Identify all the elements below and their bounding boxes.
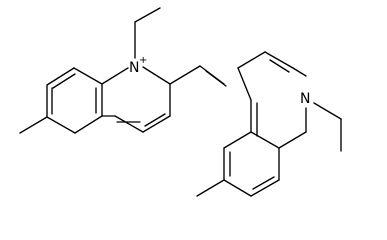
bond-right-9: [223, 131, 252, 149]
methyl-left-bond: [19, 116, 48, 134]
structure-canvas: N + N: [19, 7, 342, 197]
bond-right-6: [250, 131, 280, 149]
methyl-right-bond: [196, 179, 225, 197]
double-bond-right-3: [252, 176, 275, 190]
bond-left-5: [74, 115, 103, 134]
ethyl-right-bond-1: [313, 102, 342, 120]
bond-left-8: [142, 66, 171, 85]
double-bond-left-1: [52, 73, 76, 89]
left-substituents: [19, 7, 161, 134]
bond-right-8: [237, 67, 252, 101]
bond-right-1: [237, 51, 266, 69]
left-quinolinium-ring-system: [46, 66, 171, 134]
bond-left-7: [101, 67, 129, 85]
bond-right-5: [278, 131, 307, 149]
bond-left-3: [73, 67, 103, 85]
double-bond-left-4: [144, 113, 166, 127]
bond-right-2: [264, 51, 294, 69]
chemical-structure-diagram: N + N: [19, 7, 342, 197]
bond-right-12: [250, 179, 280, 197]
nitrogen-left-charge: +: [139, 55, 147, 66]
bond-left-11: [114, 115, 144, 133]
bridge-double-bond: [205, 70, 227, 87]
bond-left-10: [142, 115, 171, 133]
right-substituents: [196, 102, 342, 197]
bond-left-2: [46, 67, 75, 86]
right-quinoline-ring-system: [223, 51, 307, 197]
ethyl-left-bond-2: [134, 7, 161, 23]
nitrogen-left-label: N: [129, 60, 139, 76]
methine-bridge: [169, 65, 227, 87]
bond-left-6: [46, 116, 76, 134]
bond-right-11: [223, 179, 252, 197]
double-bond-right-1: [269, 59, 290, 73]
nitrogen-right-label: N: [300, 91, 310, 107]
bridge-bond-1: [169, 65, 201, 85]
bond-right-3: [292, 67, 307, 77]
